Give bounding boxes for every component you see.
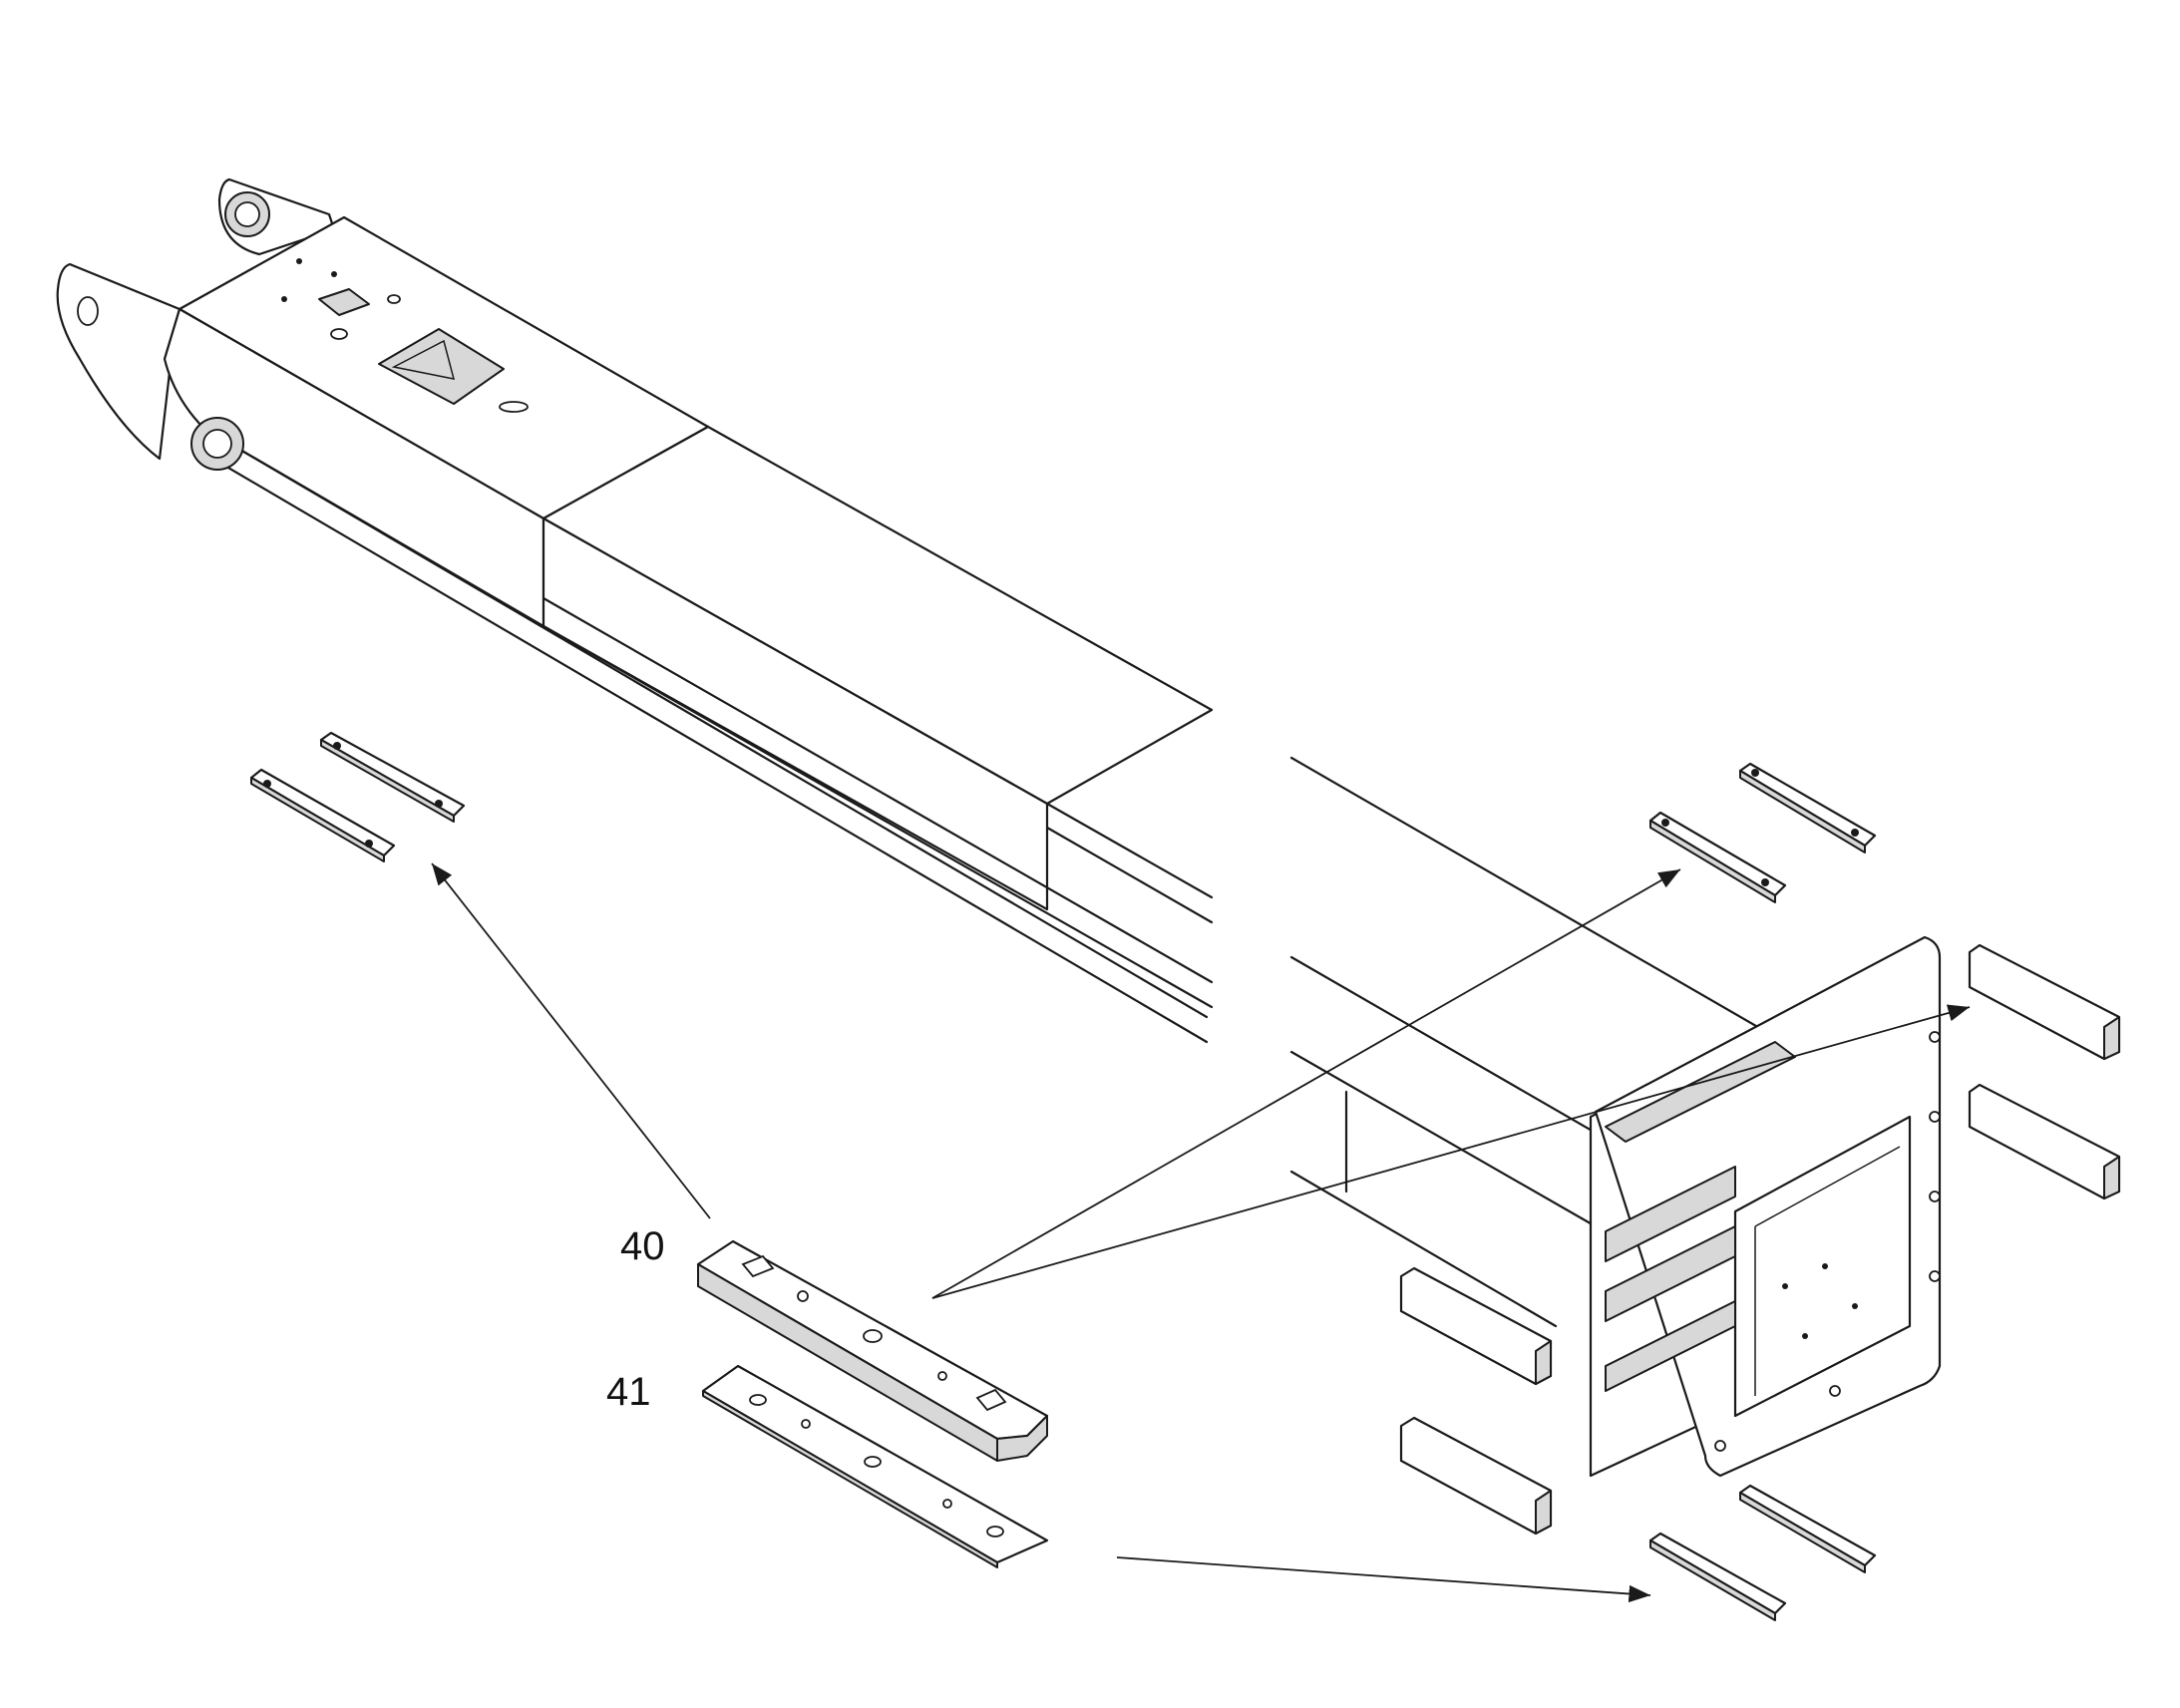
top-cutout-small bbox=[318, 288, 370, 316]
guide-rail-mid bbox=[1605, 1166, 1736, 1262]
guide-rail-bottom bbox=[1605, 1300, 1736, 1392]
side-block-left-upper bbox=[1399, 1266, 1553, 1386]
rear-mount-lug bbox=[56, 262, 182, 461]
wear-pad-right-bottom-b bbox=[1648, 1532, 1787, 1615]
leader-to-side-blocks bbox=[931, 1004, 1971, 1299]
side-block-left-lower bbox=[1399, 1416, 1553, 1536]
end-frame-assembly bbox=[1589, 935, 1942, 1478]
side-block-right-lower bbox=[1968, 1083, 2121, 1200]
leader-lines bbox=[431, 862, 1971, 1603]
leader-to-right-top-pads bbox=[931, 868, 1681, 1299]
guide-rail-low bbox=[1605, 1225, 1736, 1322]
part-41-shim-plate bbox=[701, 1364, 1049, 1568]
wear-pad-group-left bbox=[249, 731, 466, 862]
leader-to-right-bottom-pads bbox=[1116, 1556, 1651, 1603]
wear-pad-group-right-bottom bbox=[1648, 1484, 1877, 1621]
leader-to-left-pads bbox=[431, 862, 711, 1219]
wear-pad-right-bottom-a bbox=[1738, 1484, 1877, 1567]
telescopic-boom bbox=[56, 177, 1777, 1328]
side-block-right-upper bbox=[1968, 943, 2121, 1061]
side-blocks-right bbox=[1399, 943, 2121, 1536]
wear-pad-group-right-top bbox=[1648, 762, 1877, 903]
callout-part-40: 40 bbox=[620, 1224, 665, 1268]
part-40-wear-pad bbox=[696, 1239, 1049, 1462]
inner-section-side bbox=[542, 516, 1049, 911]
top-cutout-large bbox=[378, 328, 505, 405]
callout-part-41: 41 bbox=[606, 1370, 651, 1414]
